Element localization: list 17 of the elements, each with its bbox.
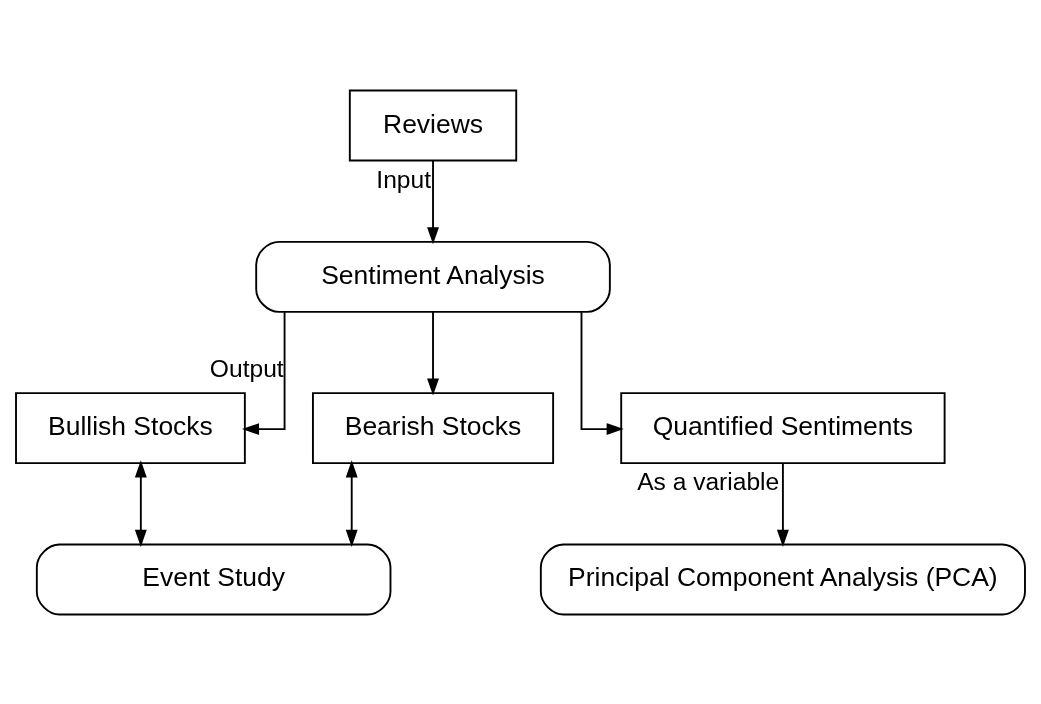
edge-label: Output	[209, 354, 284, 382]
node-box: Quantified Sentiments	[620, 391, 946, 464]
node-box: Event Study	[35, 543, 392, 615]
arrow	[427, 159, 439, 244]
node-box: Bullish Stocks	[15, 391, 246, 464]
arrow	[427, 310, 439, 396]
edge-label: As a variable	[637, 467, 780, 495]
arrow	[242, 310, 286, 435]
node-box: Sentiment Analysis	[255, 240, 611, 313]
arrow	[345, 459, 358, 547]
node-box: Reviews	[348, 89, 518, 161]
edge-label: Input	[376, 165, 432, 193]
node-box: Bearish Stocks	[312, 391, 555, 464]
arrow	[134, 459, 147, 547]
arrow	[776, 461, 789, 547]
node-box: Principal Component Analysis (PCA)	[539, 543, 1026, 615]
arrow	[580, 310, 624, 435]
